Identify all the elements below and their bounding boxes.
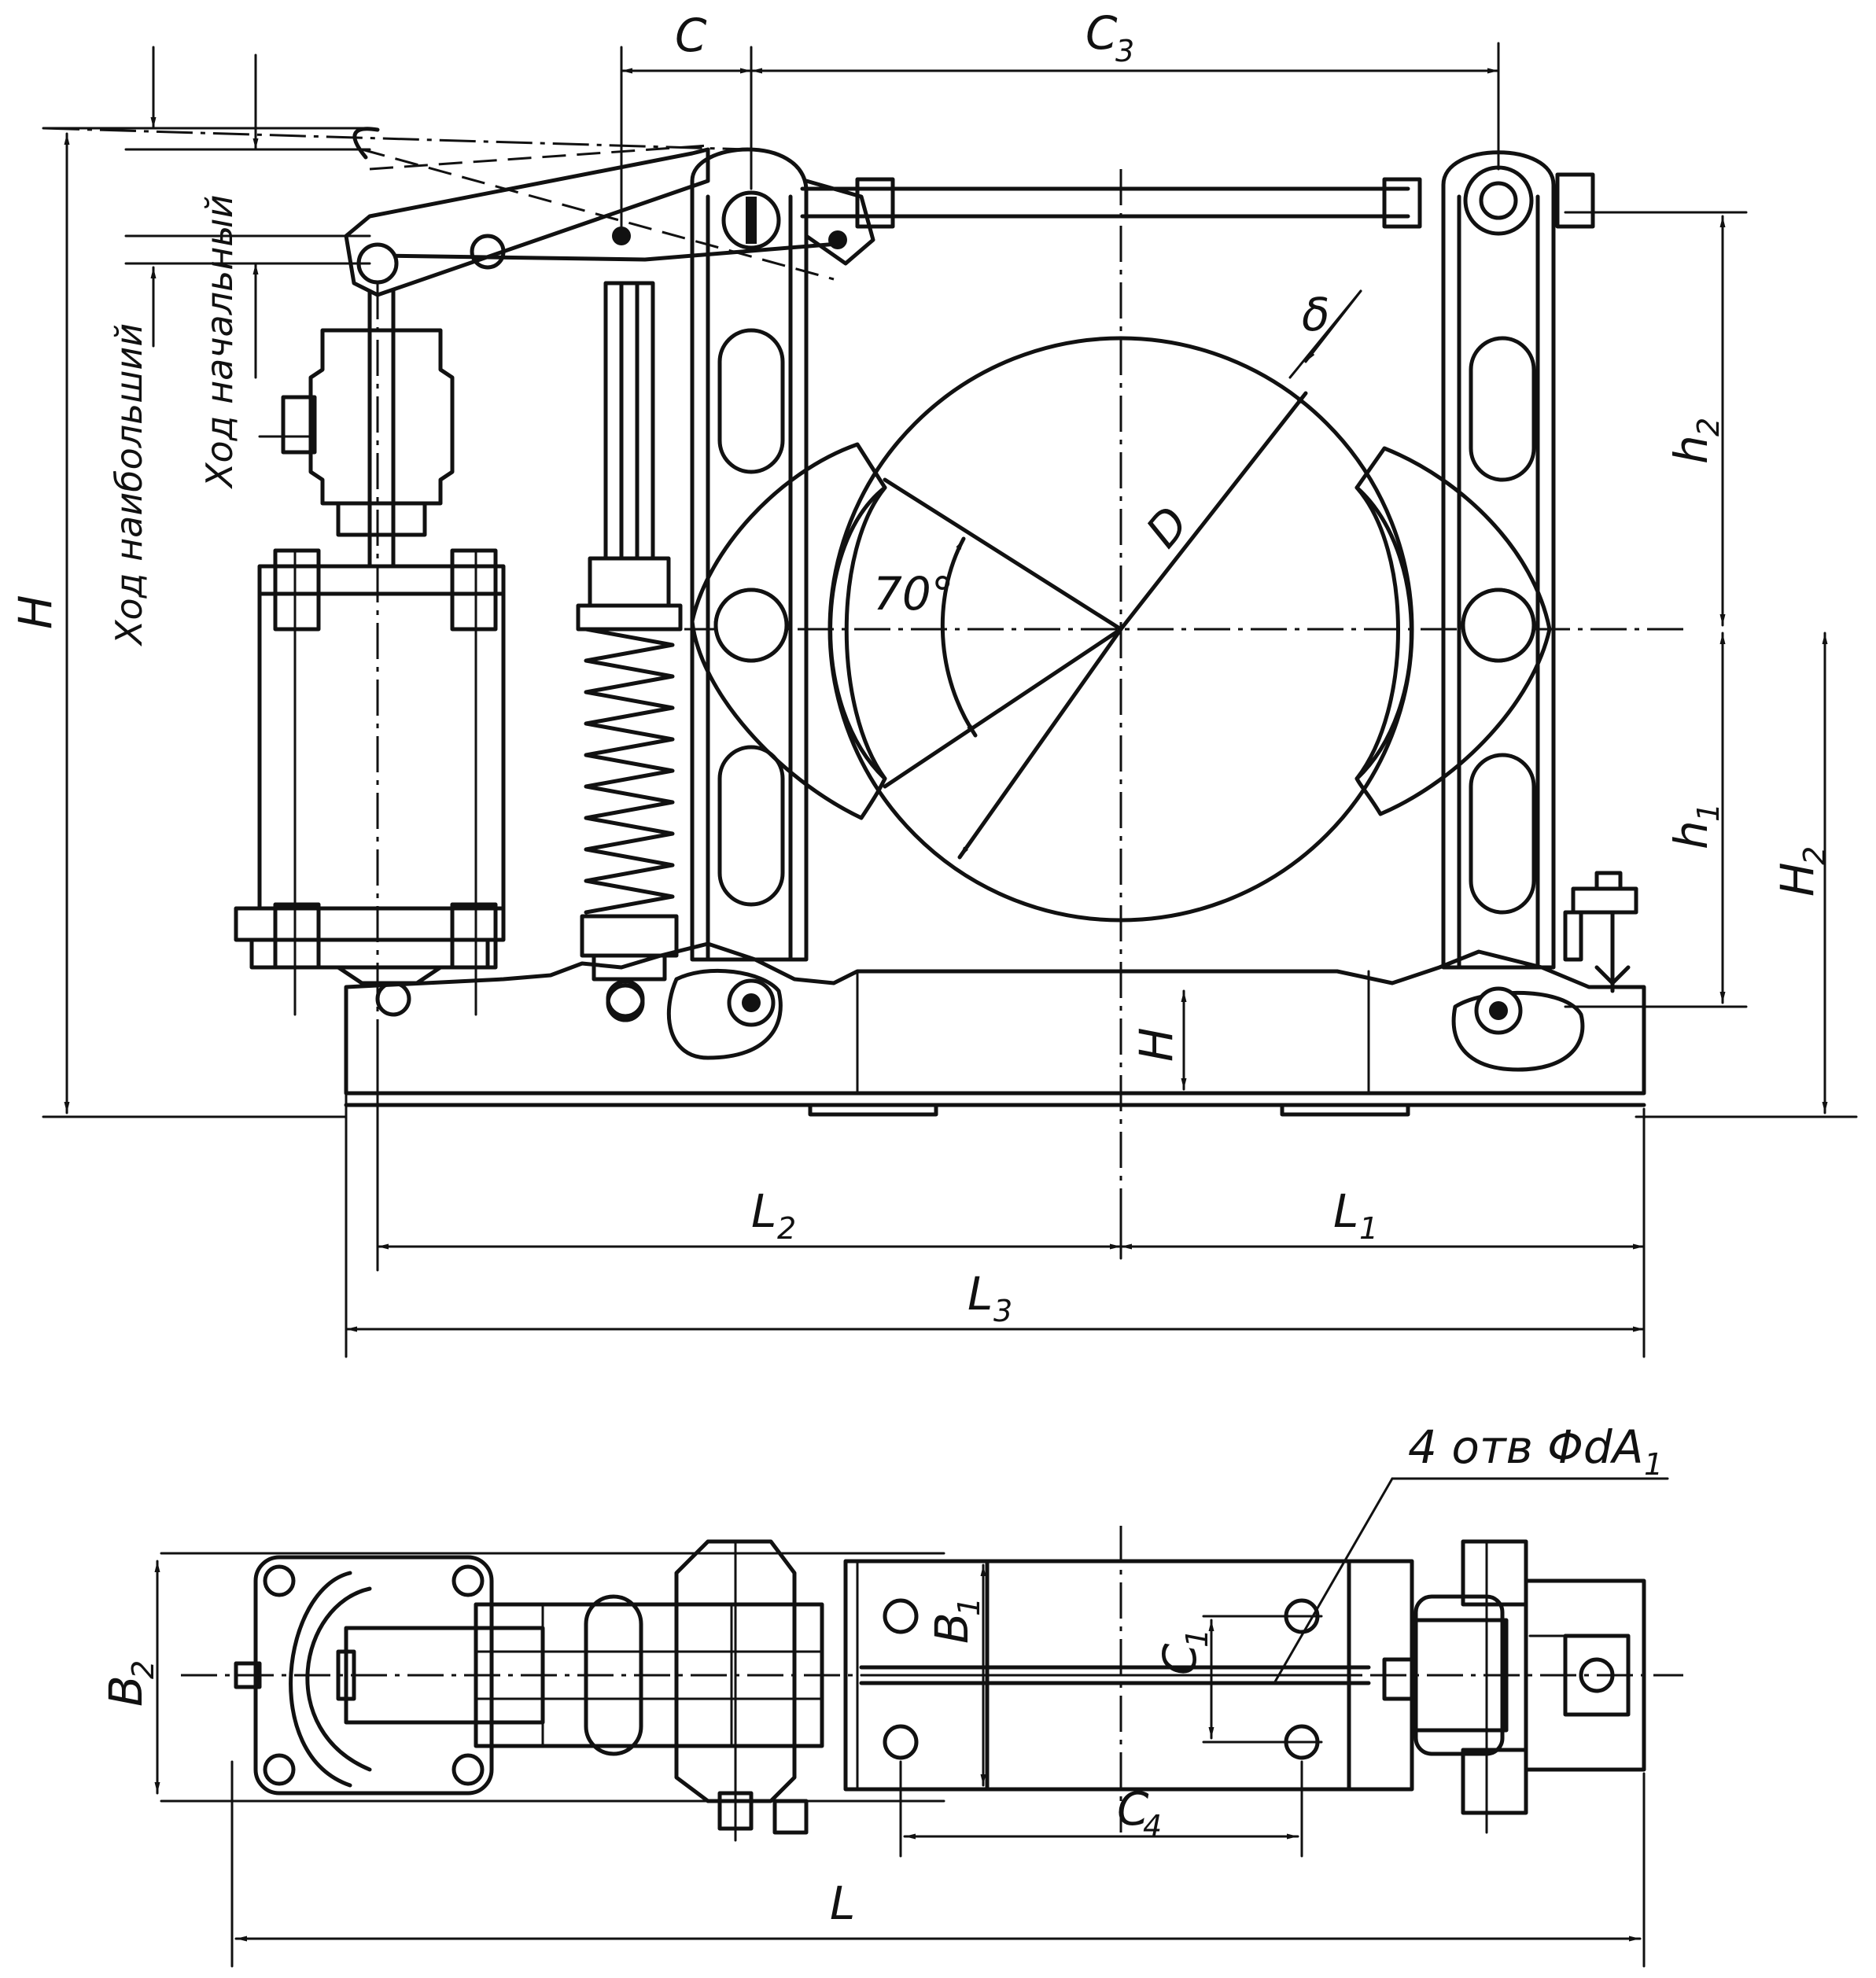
right-brake-arm bbox=[1441, 150, 1556, 970]
dim-h2-sub: 2 bbox=[1691, 418, 1726, 436]
release-lever bbox=[1563, 871, 1638, 993]
dim-b2-label: B bbox=[99, 1675, 153, 1707]
dim-c4-label: C bbox=[1117, 1782, 1149, 1836]
dim-b2-sub: 2 bbox=[126, 1660, 160, 1679]
angle-label: 70° bbox=[873, 567, 954, 621]
dim-h1-sub: 1 bbox=[1691, 803, 1726, 822]
hod-init-label: Ход начальный bbox=[198, 194, 241, 489]
dim-l3-label: L bbox=[967, 1267, 993, 1321]
delta-label: δ bbox=[1302, 288, 1330, 341]
dim-b1-label: B bbox=[925, 1612, 979, 1644]
dim-h-total-label: H bbox=[9, 595, 62, 629]
left-brake-arm bbox=[690, 147, 809, 962]
holes-sub: 1 bbox=[1644, 1447, 1663, 1482]
dim-l3-sub: 3 bbox=[993, 1294, 1012, 1328]
dim-l2-label: L bbox=[751, 1184, 776, 1238]
dim-l1-sub: 1 bbox=[1359, 1211, 1378, 1246]
dim-H2-sub: 2 bbox=[1797, 846, 1832, 865]
dim-c1-sub: 1 bbox=[1180, 1629, 1214, 1648]
dim-c1-label: C bbox=[1153, 1643, 1207, 1675]
dim-l2-sub: 2 bbox=[777, 1211, 796, 1246]
dim-c3-label: C bbox=[1085, 6, 1118, 60]
dim-c-label: C bbox=[675, 9, 707, 62]
right-brake-shoe bbox=[1354, 446, 1552, 816]
dim-h-center-label: H bbox=[1130, 1027, 1183, 1062]
base-plate bbox=[344, 941, 1646, 1117]
spring bbox=[576, 281, 683, 1018]
left-brake-shoe bbox=[690, 442, 887, 820]
top-lever bbox=[344, 127, 875, 297]
dim-l-label: L bbox=[830, 1877, 855, 1930]
dim-H2-label: H bbox=[1771, 862, 1824, 897]
dim-l1-label: L bbox=[1333, 1184, 1358, 1238]
dim-b1-sub: 1 bbox=[952, 1597, 986, 1616]
thruster bbox=[234, 289, 506, 1016]
dim-h1-label: h bbox=[1664, 820, 1718, 849]
top-view: B 2 B 1 C 1 C 4 L 4 отв ΦdA 1 bbox=[99, 1420, 1683, 1968]
dim-c3-sub: 3 bbox=[1115, 34, 1134, 68]
holes-label: 4 отв ΦdA bbox=[1408, 1420, 1643, 1474]
hod-max-label: Ход наибольший bbox=[108, 323, 150, 646]
dim-h2-label: h bbox=[1664, 435, 1718, 464]
front-view: C C 3 H Ход наибольший Ход начальный δ D… bbox=[9, 6, 1858, 1358]
dim-c4-sub: 4 bbox=[1143, 1809, 1162, 1844]
tie-rod bbox=[800, 172, 1595, 229]
diameter-label: D bbox=[1136, 496, 1200, 558]
